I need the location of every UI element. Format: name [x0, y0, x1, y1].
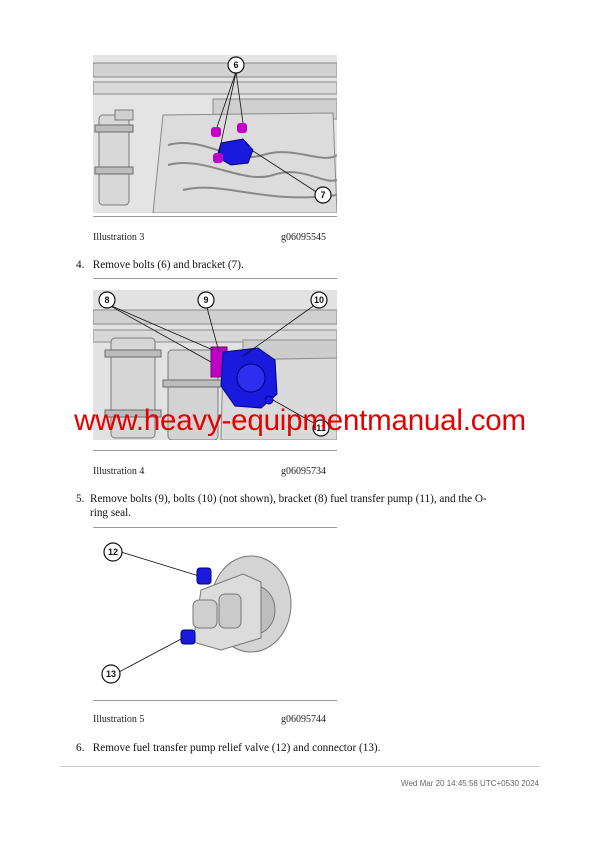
svg-text:6: 6 — [233, 60, 238, 70]
figure-rule — [93, 527, 337, 528]
callout-9 — [197, 291, 215, 309]
callout-10 — [310, 291, 328, 309]
svg-text:12: 12 — [108, 547, 118, 557]
callout-12 — [103, 542, 123, 562]
illustration-3-image: 6 7 — [93, 55, 337, 213]
figure-rule — [93, 450, 337, 451]
illustration-5-ref: g06095744 — [281, 714, 326, 725]
callout-7 — [314, 186, 332, 204]
svg-text:11: 11 — [316, 423, 326, 433]
svg-text:13: 13 — [106, 669, 116, 679]
figure-rule — [93, 278, 337, 279]
fuel-pump-bracket-drawing: 8 9 10 11 — [93, 290, 337, 440]
step-6: 6. Remove fuel transfer pump relief valv… — [76, 742, 381, 754]
illustration-4-ref: g06095734 — [281, 466, 326, 477]
svg-text:7: 7 — [320, 190, 325, 200]
print-timestamp: Wed Mar 20 14:45:58 UTC+0530 2024 — [401, 779, 539, 788]
relief-valve-connector-drawing: 12 13 — [93, 538, 337, 688]
engine-bolts-bracket-drawing: 6 7 — [93, 55, 337, 213]
illustration-5-caption: Illustration 5 — [93, 714, 145, 725]
callout-11 — [312, 419, 330, 437]
illustration-5-image: 12 13 — [93, 538, 337, 688]
callout-13 — [101, 664, 121, 684]
watermark-link[interactable]: www.heavy-equipmentmanual.com — [74, 404, 526, 437]
figure-rule — [93, 216, 337, 217]
svg-text:9: 9 — [203, 295, 208, 305]
illustration-3-caption: Illustration 3 — [93, 232, 145, 243]
callout-6 — [227, 56, 245, 74]
figure-rule — [93, 700, 337, 701]
step-4: 4. Remove bolts (6) and bracket (7). — [76, 259, 244, 271]
callout-8 — [98, 291, 116, 309]
footer-divider — [60, 766, 540, 767]
illustration-3-ref: g06095545 — [281, 232, 326, 243]
svg-text:10: 10 — [314, 295, 324, 305]
svg-text:8: 8 — [104, 295, 109, 305]
illustration-4-image: 8 9 10 11 — [93, 290, 337, 440]
step-5: 5.Remove bolts (9), bolts (10) (not show… — [76, 493, 487, 519]
illustration-4-caption: Illustration 4 — [93, 466, 145, 477]
